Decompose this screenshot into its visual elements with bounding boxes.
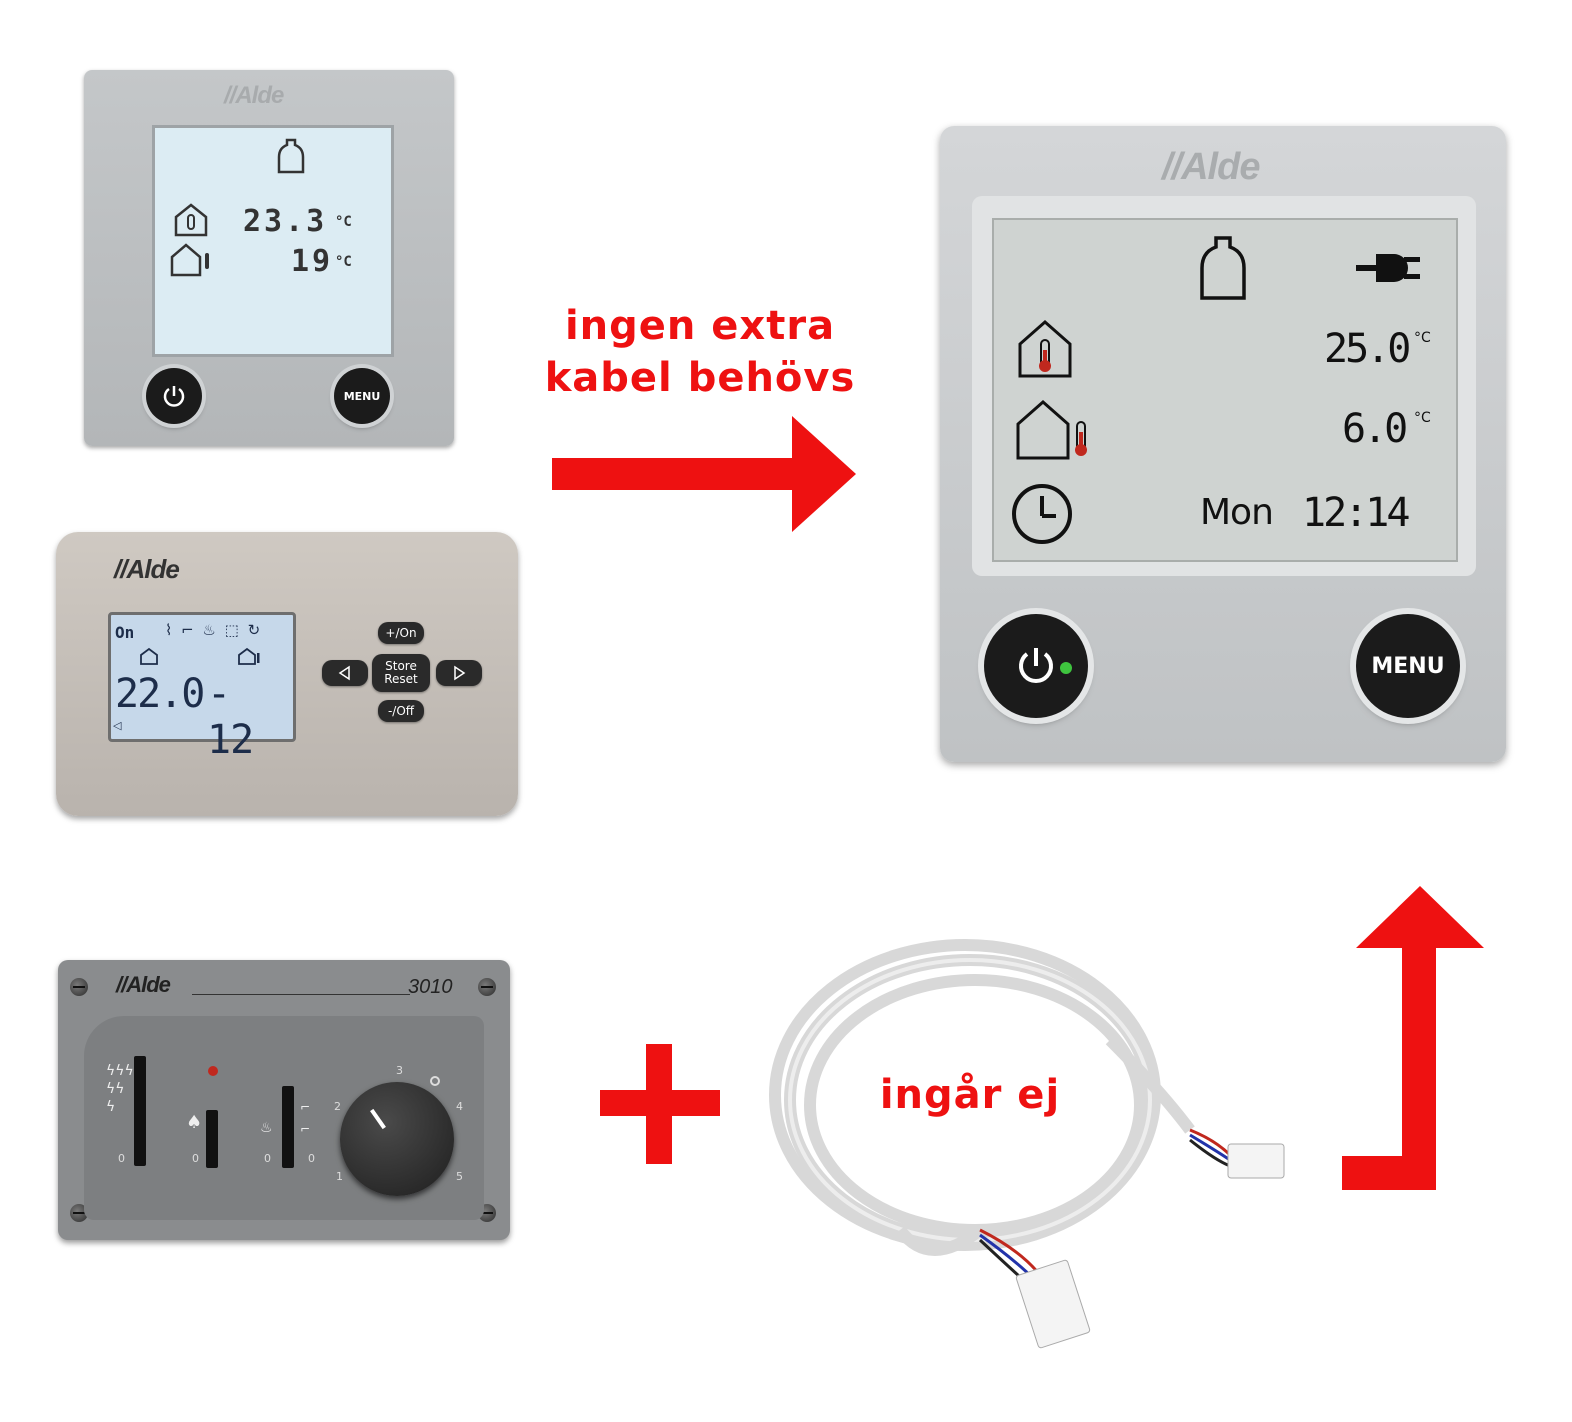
indoor-temp-value: 23.3	[243, 204, 328, 239]
right-arrow-icon	[454, 665, 466, 681]
arrow-shaft-vertical	[1402, 946, 1436, 1190]
no-extra-cable-line1: ingen extra	[564, 303, 836, 349]
panel-top-left: //Alde 23.3 °C 19 °C MENU	[84, 70, 454, 446]
hotwater-icon: ⌐⌐	[300, 1100, 311, 1136]
divider	[192, 994, 410, 995]
knob-scale-dot	[430, 1076, 440, 1086]
menu-button[interactable]: MENU	[1356, 614, 1460, 718]
cable-image	[769, 939, 1285, 1349]
indoor-temp-icon	[1018, 320, 1072, 378]
heat-slider[interactable]	[282, 1086, 294, 1168]
lcd-on-indicator: On	[115, 623, 135, 642]
panel-middle-left: //Alde On ⌇ ⌐ ♨ ⬚ ↻ 22.0 - 12 ◁ +/On Sto…	[56, 532, 518, 816]
menu-button[interactable]: MENU	[334, 368, 390, 424]
outdoor-temp-value: 6.0	[1342, 406, 1408, 452]
no-extra-cable-label: ingen extra kabel behövs	[520, 300, 880, 404]
lcd-screen: On ⌇ ⌐ ♨ ⬚ ↻ 22.0 - 12 ◁	[108, 612, 296, 763]
gas-bottle-icon	[1200, 236, 1246, 300]
left-arrow-icon	[338, 665, 350, 681]
model-number: 3010	[408, 976, 453, 998]
slider-zero: 0	[264, 1152, 271, 1165]
outdoor-house-icon	[238, 647, 260, 665]
arrow-shaft-horizontal	[1342, 1156, 1436, 1190]
screw-icon	[70, 1204, 88, 1222]
outdoor-temp-icon	[1016, 400, 1087, 460]
knob-scale-2: 2	[334, 1100, 341, 1113]
arrow-shaft	[552, 458, 796, 490]
clock-icon	[1012, 484, 1072, 544]
panel-right: //Alde 25.0 °C 6.0 °C	[940, 126, 1506, 762]
screw-icon	[70, 978, 88, 996]
power-button[interactable]	[984, 614, 1088, 718]
flame-icon: ♠	[186, 1112, 203, 1133]
knob-scale-4: 4	[456, 1100, 463, 1113]
cable-not-included-label: ingår ej	[879, 1072, 1061, 1118]
knob-scale-1: 1	[336, 1170, 343, 1183]
right-arrow-graphic	[552, 416, 856, 532]
store-label: Store	[385, 659, 417, 673]
power-button[interactable]	[146, 368, 202, 424]
brand-logo: //Alde	[224, 82, 284, 109]
status-icons: ⌇ ⌐ ♨ ⬚ ↻	[165, 621, 263, 639]
up-arrow-graphic	[1342, 886, 1484, 1190]
reset-label: Reset	[384, 672, 418, 686]
screw-icon	[478, 978, 496, 996]
brand-logo: //Alde	[116, 972, 171, 997]
indoor-temp-value: 25.0	[1324, 326, 1411, 372]
connector-right	[1227, 1143, 1285, 1179]
outdoor-temp-icon	[170, 243, 209, 277]
power-icon	[1019, 648, 1053, 683]
brand-logo: //Alde	[114, 554, 180, 584]
slider-zero: 0	[192, 1152, 199, 1165]
left-arrow-button[interactable]	[322, 660, 368, 686]
knob-scale-3: 3	[396, 1064, 403, 1077]
store-reset-button[interactable]: Store Reset	[372, 654, 430, 692]
no-extra-cable-line2: kabel behövs	[544, 355, 856, 401]
power-led	[1060, 662, 1072, 674]
indoor-temp-unit: °C	[1414, 330, 1431, 346]
electric-plug-icon	[1356, 254, 1420, 282]
electric-slider[interactable]	[134, 1056, 146, 1166]
slider-zero: 0	[118, 1152, 125, 1165]
outdoor-temp-unit: °C	[335, 254, 352, 270]
knob-pointer	[370, 1108, 386, 1130]
power-icon	[163, 386, 185, 407]
plus-on-button[interactable]: +/On	[378, 622, 424, 644]
right-arrow-button[interactable]	[436, 660, 482, 686]
outdoor-temp-unit: °C	[1414, 410, 1431, 426]
indoor-temp-unit: °C	[335, 214, 352, 230]
slider-zero: 0	[308, 1152, 315, 1165]
arrow-head	[792, 416, 856, 532]
indicator-led	[208, 1066, 218, 1076]
connector-left	[1015, 1259, 1091, 1349]
speaker-icon: ◁	[113, 719, 122, 732]
lcd-left-value: 22.0	[115, 671, 205, 717]
gas-slider[interactable]	[206, 1110, 218, 1168]
lcd-screen: 25.0 °C 6.0 °C Mon 12:14	[992, 218, 1458, 562]
lcd-screen: 23.3 °C 19 °C	[152, 125, 394, 357]
plus-sign	[600, 1044, 720, 1164]
heat-icon: ♨	[260, 1120, 273, 1136]
lcd-right-value: - 12	[207, 671, 254, 763]
time-value: 12:14	[1302, 490, 1410, 536]
arrow-head	[1356, 886, 1484, 948]
outdoor-temp-value: 19	[291, 244, 334, 279]
temperature-knob[interactable]	[340, 1082, 454, 1196]
knob-scale-5: 5	[456, 1170, 463, 1183]
gas-bottle-icon	[277, 138, 305, 174]
indoor-temp-icon	[174, 203, 208, 237]
day-value: Mon	[1200, 492, 1274, 533]
brand-logo: //Alde	[1162, 146, 1260, 188]
indoor-house-icon	[140, 647, 158, 665]
minus-off-button[interactable]: -/Off	[378, 700, 424, 722]
